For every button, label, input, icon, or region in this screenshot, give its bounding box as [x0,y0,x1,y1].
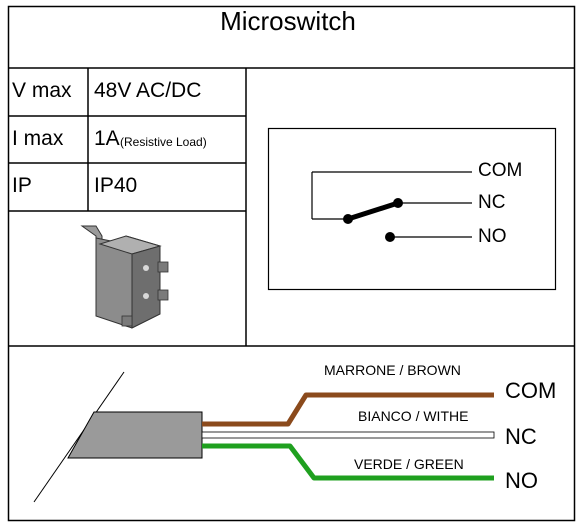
spec-key-ip: IP [12,174,32,197]
spec-note-imax: (Resistive Load) [120,135,207,149]
cable-term-no: NO [505,468,538,493]
wire-label-brown: MARRONE / BROWN [324,362,461,378]
terminal-hole-2 [143,293,149,299]
terminal-tab-2 [157,289,169,301]
cable-cut-line [33,371,125,503]
terminal-hole-1 [143,265,149,271]
switch-pivot-dot [343,214,353,224]
wire-green [202,443,494,481]
schematic-label-no: NO [478,226,507,247]
wire-label-white: BIANCO / WITHE [358,408,469,424]
wire-label-green: VERDE / GREEN [354,456,464,472]
switch-side [131,245,161,329]
spec-key-imax: I max [12,127,64,150]
microswitch-illustration [80,225,169,329]
page-title: Microswitch [220,6,356,36]
schematic-box [267,127,557,291]
terminal-tab-3 [121,315,133,327]
switch-blade [345,200,401,222]
terminal-tab-1 [157,261,169,273]
cable-jacket [67,411,203,459]
spec-value-imax: 1A [94,127,120,150]
spec-value-vmax: 48V AC/DC [94,79,202,102]
wire-brown [202,392,494,427]
cable-term-com: COM [505,378,557,403]
wire-white [201,431,495,439]
spec-value-ip: IP40 [94,174,138,197]
cable-term-nc: NC [505,424,537,449]
outer-frame [7,5,576,522]
spec-key-vmax: V max [12,79,72,102]
schematic-label-com: COM [478,160,523,181]
schematic-label-nc: NC [478,192,506,213]
